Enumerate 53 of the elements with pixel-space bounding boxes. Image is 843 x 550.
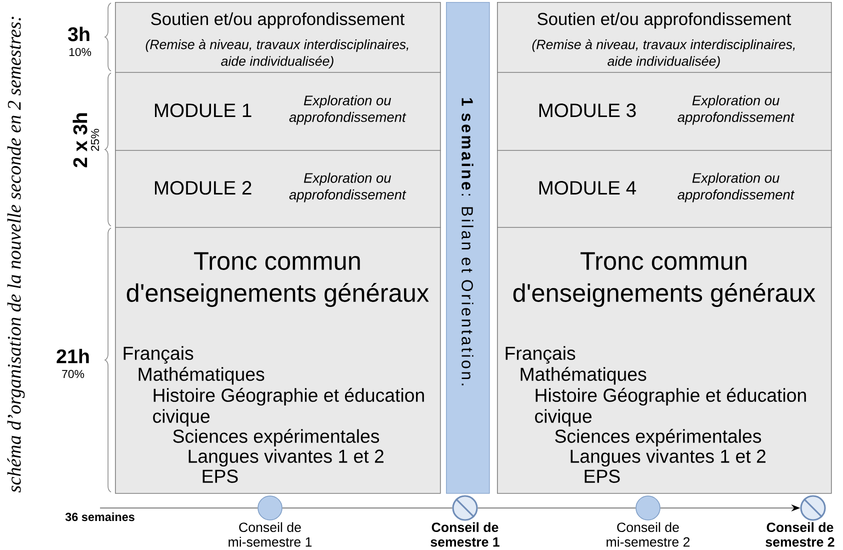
box-note: (Remise à niveau, travaux interdisciplinaires, aide individualisée) bbox=[146, 39, 408, 68]
timeline-line bbox=[100, 507, 258, 509]
subject-item: Histoire Géographie et éducation civique bbox=[535, 388, 806, 427]
brace-label: 2 x 3h bbox=[72, 113, 88, 168]
box-note: (Remise à niveau, travaux interdisciplinaires, aide individualisée) bbox=[532, 39, 795, 68]
timeline-line bbox=[478, 507, 636, 509]
marker-label: Conseil de mi-semestre 2 bbox=[606, 522, 690, 547]
brace-label: 70% bbox=[62, 370, 84, 378]
crossed-circle-marker bbox=[800, 495, 826, 521]
subject-item: Mathématiques bbox=[520, 366, 646, 385]
subject-item: Langues vivantes 1 et 2 bbox=[570, 449, 766, 467]
title: schéma d’organisation de la nouvelle seconde en 2 semestres: bbox=[7, 16, 25, 492]
circle-marker bbox=[258, 496, 282, 520]
subject-item: EPS bbox=[202, 470, 238, 483]
course-box bbox=[497, 150, 832, 228]
box-note: Exploration ou approfondissement bbox=[678, 95, 795, 125]
brace-label: 10% bbox=[69, 48, 92, 56]
box-note: Exploration ou approfondissement bbox=[678, 172, 795, 202]
marker-label: Conseil de mi-semestre 1 bbox=[228, 522, 312, 547]
timeline-label: 36 semaines bbox=[65, 512, 134, 522]
course-box bbox=[115, 2, 441, 73]
subject-item: Français bbox=[506, 346, 576, 364]
box-note: Exploration ou approfondissement bbox=[289, 172, 406, 202]
band-label: 1 semaine: Bilan et Orientation. bbox=[462, 98, 474, 386]
marker-label: Conseil de semestre 1 bbox=[430, 522, 500, 547]
module-title: MODULE 1 bbox=[154, 104, 252, 118]
marker-label: Conseil de semestre 2 bbox=[766, 522, 834, 547]
box-heading: Soutien et/ou approfondissement bbox=[151, 12, 405, 29]
vertical-band bbox=[446, 2, 490, 494]
box-heading: Soutien et/ou approfondissement bbox=[538, 12, 791, 29]
course-box bbox=[497, 2, 832, 73]
module-title: MODULE 2 bbox=[154, 181, 252, 195]
subject-item: Sciences expérimentales bbox=[555, 428, 762, 447]
box-heading: Tronc commun d'enseignements généraux bbox=[126, 252, 429, 307]
course-box bbox=[115, 72, 441, 151]
subject-item: Mathématiques bbox=[138, 366, 264, 385]
brace-label: 25% bbox=[90, 128, 100, 151]
timeline-line bbox=[282, 507, 452, 509]
subject-item: Français bbox=[124, 346, 194, 364]
brace-label: 21h bbox=[56, 348, 89, 364]
crossed-circle-marker bbox=[452, 495, 478, 521]
circle-marker bbox=[636, 496, 660, 520]
module-title: MODULE 3 bbox=[539, 104, 636, 118]
subject-item: Langues vivantes 1 et 2 bbox=[188, 449, 384, 467]
course-box bbox=[115, 150, 441, 228]
module-title: MODULE 4 bbox=[539, 181, 636, 195]
subject-item: Sciences expérimentales bbox=[173, 428, 380, 447]
subject-item: EPS bbox=[584, 470, 620, 483]
course-box bbox=[497, 72, 832, 151]
brace-label: 3h bbox=[68, 26, 90, 42]
box-heading: Tronc commun d'enseignements généraux bbox=[513, 252, 816, 307]
subject-item: Histoire Géographie et éducation civique bbox=[153, 388, 424, 427]
box-note: Exploration ou approfondissement bbox=[289, 95, 406, 125]
